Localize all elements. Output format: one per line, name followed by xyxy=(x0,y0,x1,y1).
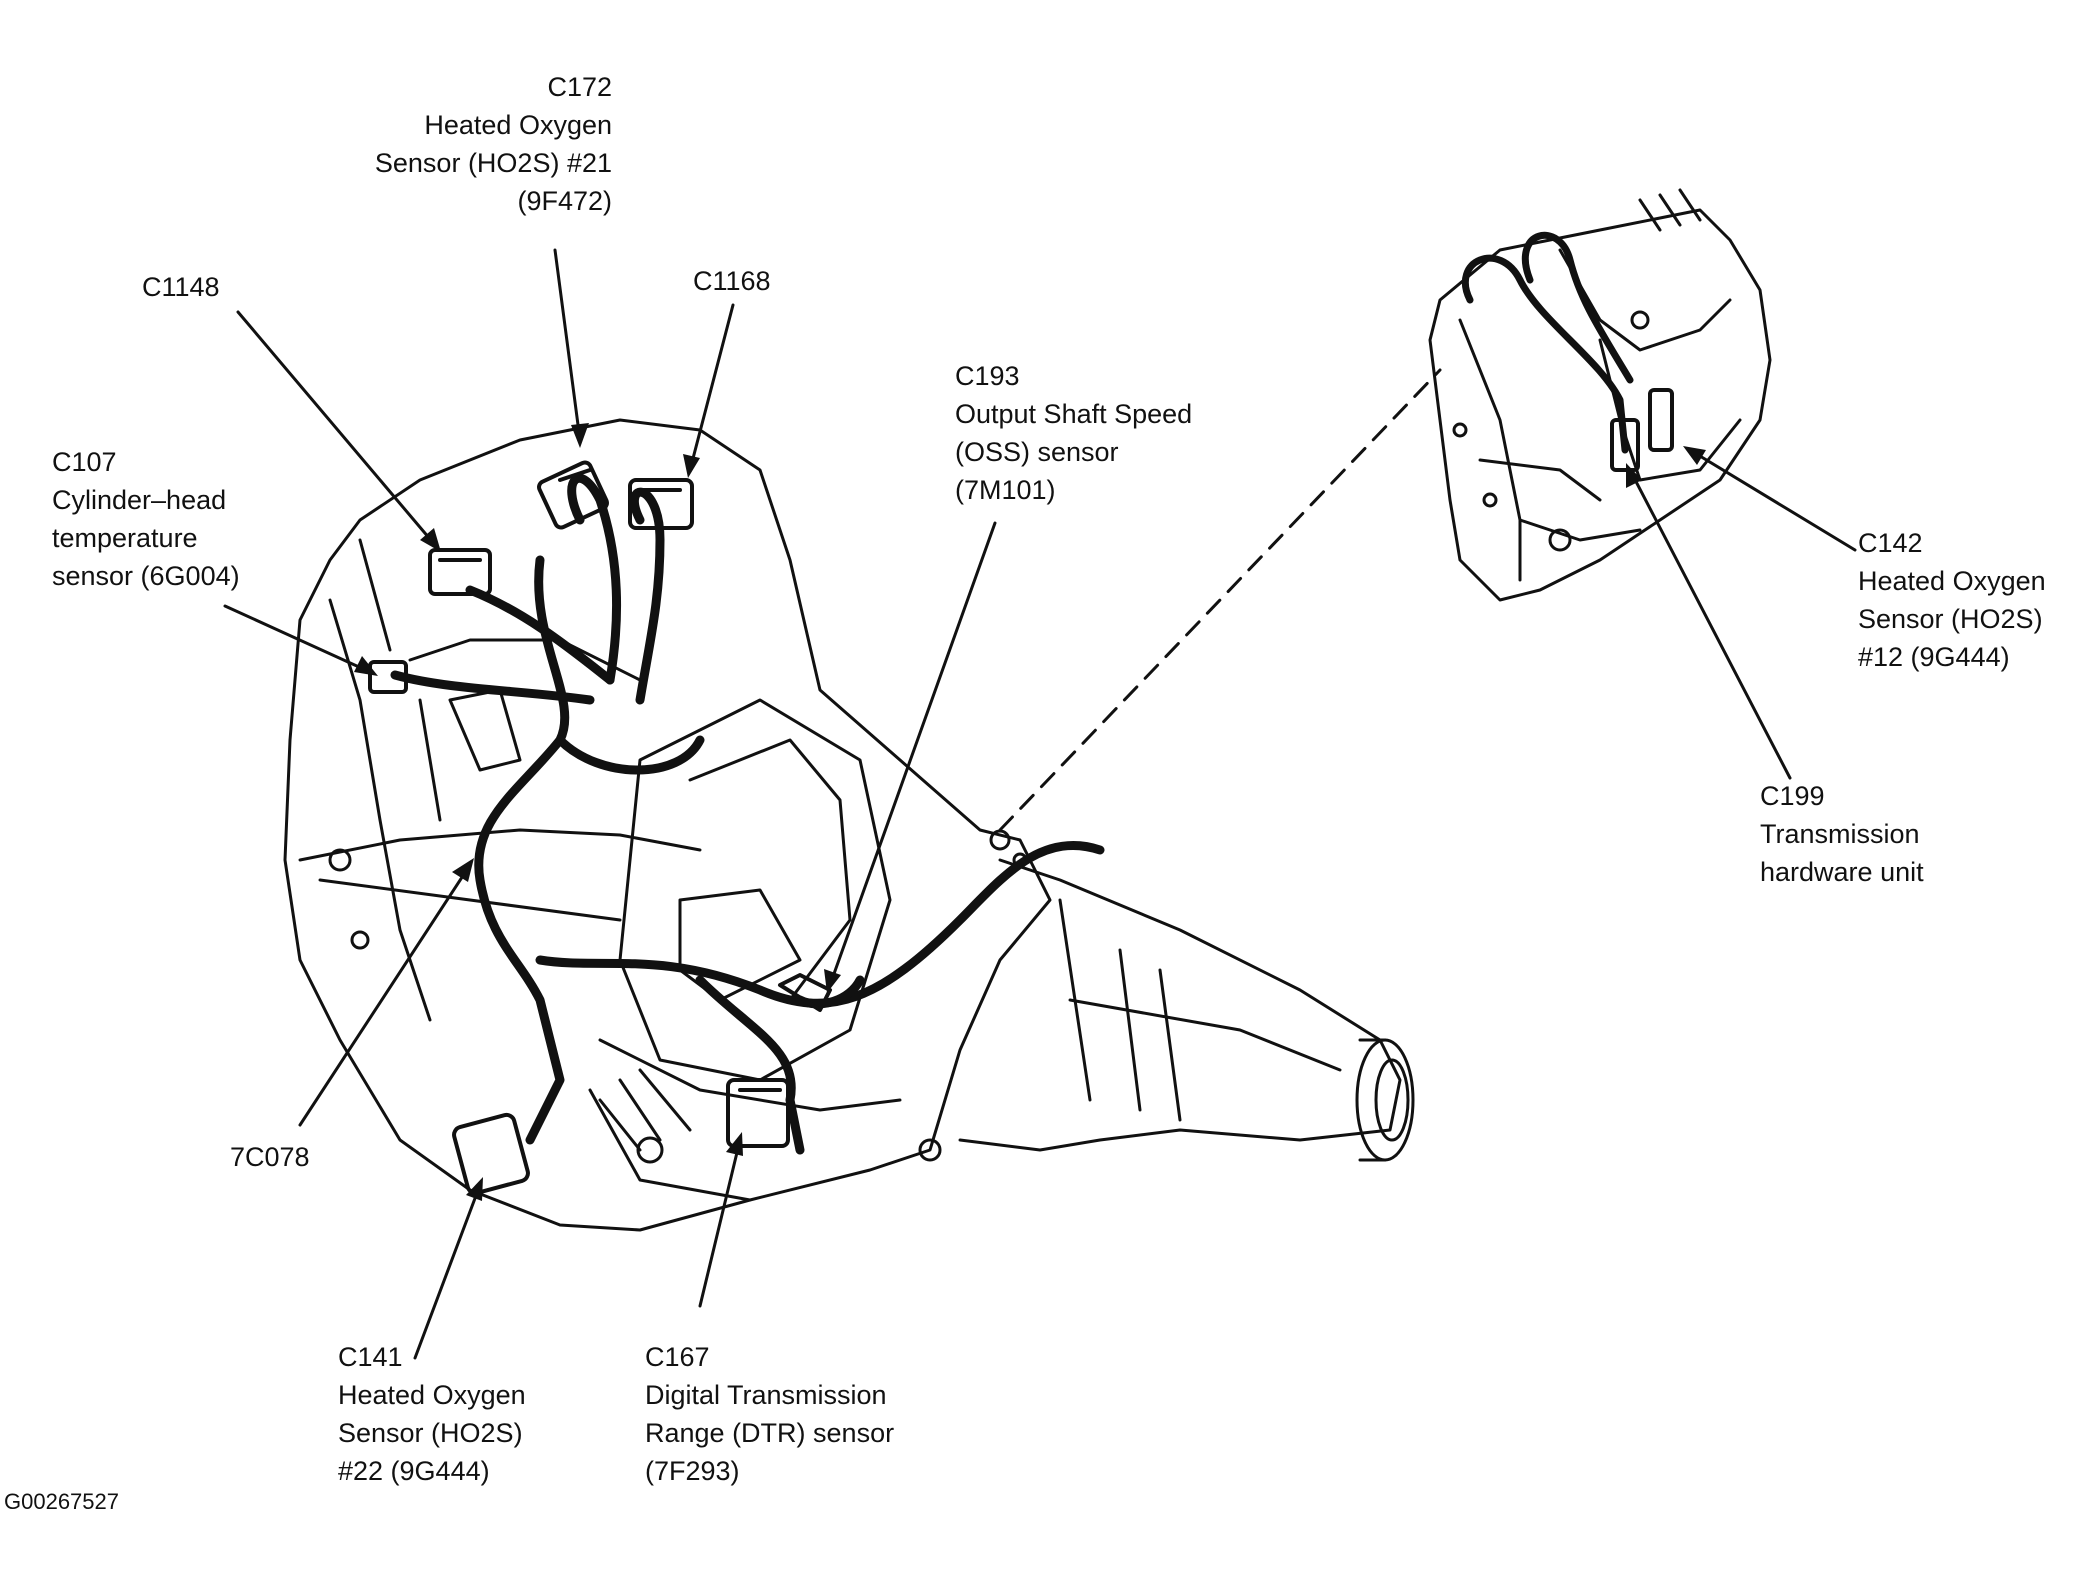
inset-transmission-detail xyxy=(1428,188,1772,602)
callout-c199-line-2: hardware unit xyxy=(1760,857,1924,887)
callout-c142-line-3: #12 (9G444) xyxy=(1858,642,2010,672)
callout-c193-line-1: Output Shaft Speed xyxy=(955,399,1193,429)
connector-c167 xyxy=(726,1078,790,1148)
callout-c199-line-1: Transmission xyxy=(1760,819,1920,849)
callout-7c078: 7C078 xyxy=(230,1138,310,1176)
callout-c193-line-2: (OSS) sensor xyxy=(955,437,1119,467)
callout-c141-line-1: Heated Oxygen xyxy=(338,1380,526,1410)
callout-c172-line-3: (9F472) xyxy=(517,186,612,216)
connector-c141 xyxy=(452,1112,530,1196)
extension-housing xyxy=(958,858,1415,1162)
callout-c167-line-3: (7F293) xyxy=(645,1456,740,1486)
callout-c1168-id: C1168 xyxy=(693,266,771,296)
callout-c1168: C1168 xyxy=(693,262,771,300)
callout-c167-line-2: Range (DTR) sensor xyxy=(645,1418,895,1448)
callout-c107: C107 Cylinder–head temperature sensor (6… xyxy=(52,443,240,595)
callout-c167-id: C167 xyxy=(645,1342,710,1372)
callout-c199: C199 Transmission hardware unit xyxy=(1760,777,1924,891)
callout-c141-line-3: #22 (9G444) xyxy=(338,1456,490,1486)
callout-c193: C193 Output Shaft Speed (OSS) sensor (7M… xyxy=(955,357,1192,509)
connector-c107 xyxy=(368,660,408,694)
callout-c172: C172 Heated Oxygen Sensor (HO2S) #21 (9F… xyxy=(340,68,612,220)
callout-c141-line-2: Sensor (HO2S) xyxy=(338,1418,523,1448)
leader-lines xyxy=(223,248,1857,1360)
callout-c167: C167 Digital Transmission Range (DTR) se… xyxy=(645,1338,894,1490)
callout-7c078-id: 7C078 xyxy=(230,1142,310,1172)
callout-c1148: C1148 xyxy=(142,268,220,306)
callout-c107-line-1: Cylinder–head xyxy=(52,485,227,515)
callout-c193-id: C193 xyxy=(955,361,1020,391)
inset-link-dashed-line xyxy=(998,368,1442,832)
connector-c1168 xyxy=(628,478,694,530)
callout-c172-line-2: Sensor (HO2S) #21 xyxy=(374,148,612,178)
callout-c199-id: C199 xyxy=(1760,781,1825,811)
leader-arrowheads xyxy=(354,423,1706,1201)
callout-c141-id: C141 xyxy=(338,1342,403,1372)
callout-c141: C141 Heated Oxygen Sensor (HO2S) #22 (9G… xyxy=(338,1338,526,1490)
callout-c142: C142 Heated Oxygen Sensor (HO2S) #12 (9G… xyxy=(1858,524,2046,676)
callout-c193-line-3: (7M101) xyxy=(955,475,1056,505)
callout-c1148-id: C1148 xyxy=(142,272,220,302)
callout-c142-line-1: Heated Oxygen xyxy=(1858,566,2046,596)
wiring-harness-7c078 xyxy=(390,473,1105,1155)
callout-c142-id: C142 xyxy=(1858,528,1923,558)
connector-c172 xyxy=(537,460,609,530)
transmission-case xyxy=(283,418,1052,1232)
callout-c172-line-1: Heated Oxygen xyxy=(424,110,612,140)
figure-id: G00267527 xyxy=(4,1489,119,1514)
callout-c142-line-2: Sensor (HO2S) xyxy=(1858,604,2043,634)
connector-c1148 xyxy=(428,548,492,596)
callout-c107-line-2: temperature xyxy=(52,523,198,553)
callout-c107-line-3: sensor (6G004) xyxy=(52,561,240,591)
callout-c107-id: C107 xyxy=(52,447,117,477)
callout-c172-id: C172 xyxy=(547,72,612,102)
connector-c193 xyxy=(778,973,832,1012)
callout-c167-line-1: Digital Transmission xyxy=(645,1380,887,1410)
